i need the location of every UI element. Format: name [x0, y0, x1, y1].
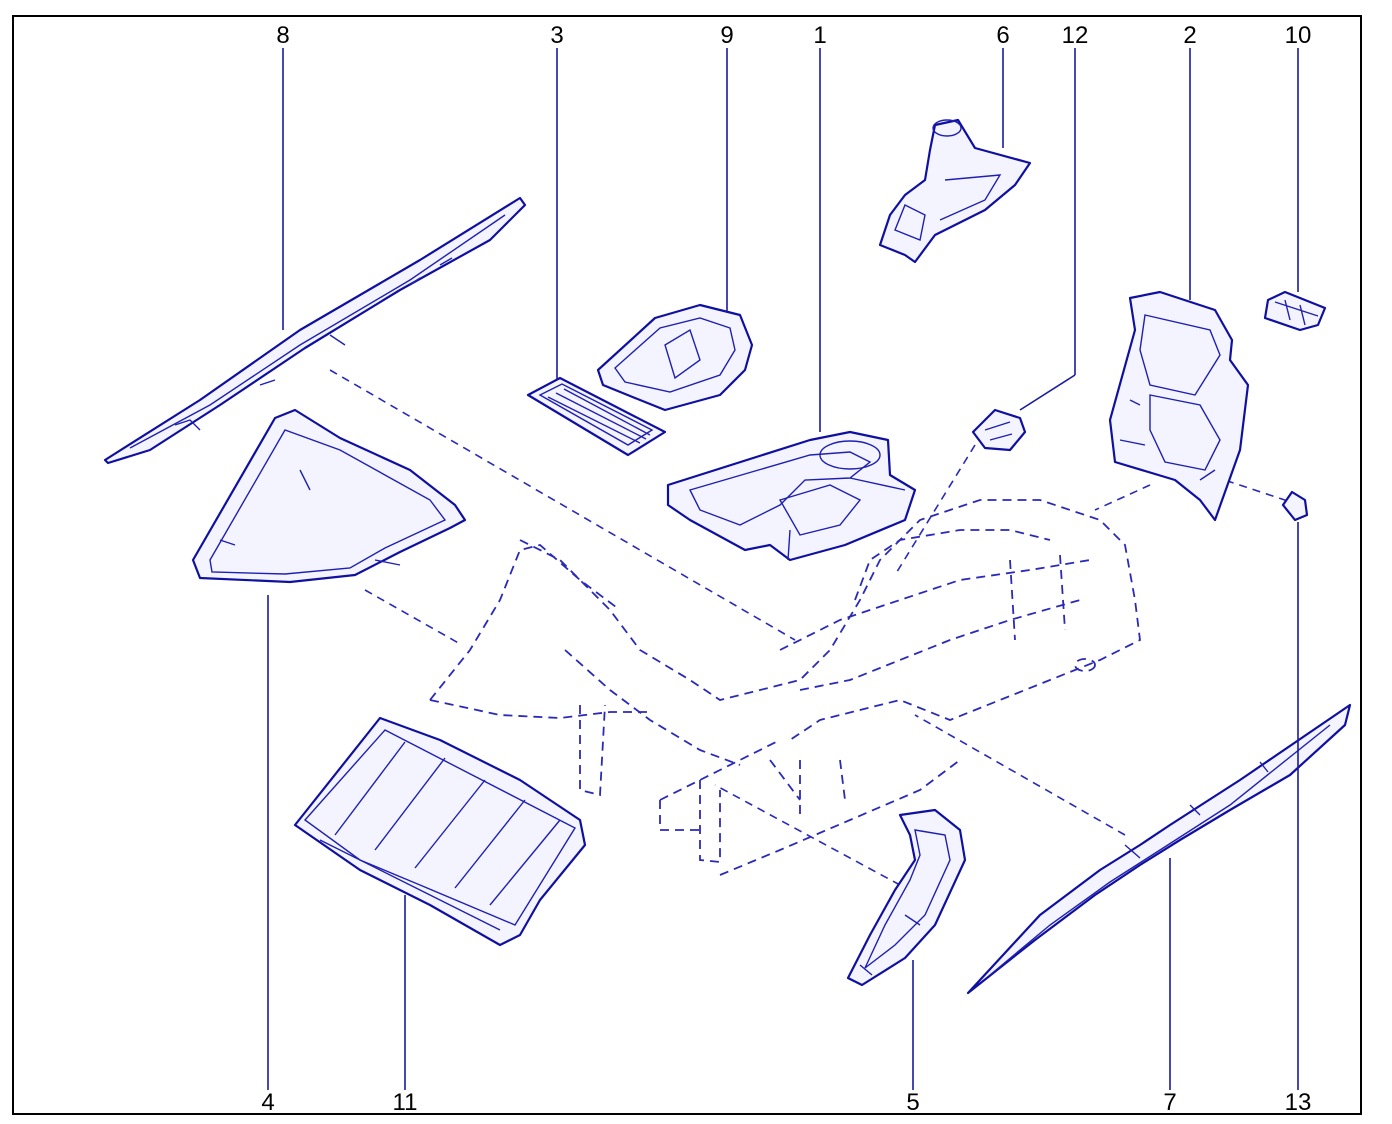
part-3-mat	[526, 376, 667, 457]
label-8: 8	[276, 22, 289, 49]
label-7: 7	[1163, 1089, 1176, 1116]
label-11: 11	[393, 1089, 418, 1116]
part-2-rear-panel	[1108, 290, 1250, 522]
part-1-console-tray	[666, 430, 917, 562]
label-10: 10	[1285, 22, 1312, 49]
part-13-cap	[1281, 490, 1309, 522]
part-6-shifter-boot	[878, 118, 1032, 264]
part-4-side-trim-left	[191, 408, 467, 584]
label-3: 3	[550, 22, 563, 49]
label-5: 5	[906, 1089, 919, 1116]
label-2: 2	[1183, 22, 1196, 49]
leader-lines	[267, 48, 1299, 1090]
part-9-shift-surround	[596, 303, 754, 412]
label-13: 13	[1285, 1089, 1312, 1116]
part-8-long-trim	[103, 196, 527, 465]
label-6: 6	[996, 22, 1009, 49]
console-frame-ghost	[429, 499, 1141, 876]
label-1: 1	[813, 22, 826, 49]
label-4: 4	[261, 1089, 274, 1116]
part-12-connector	[971, 408, 1027, 452]
label-9: 9	[720, 22, 733, 49]
part-10-small-switch	[1263, 290, 1327, 332]
label-12: 12	[1062, 22, 1089, 49]
part-11-grille-panel	[293, 716, 587, 947]
callout-labels: 8 3 9 1 6 12 2 10 4 11 5 7 13	[261, 22, 1311, 1116]
part-5-small-trim	[846, 808, 967, 987]
part-7-side-trim-right	[966, 703, 1352, 995]
